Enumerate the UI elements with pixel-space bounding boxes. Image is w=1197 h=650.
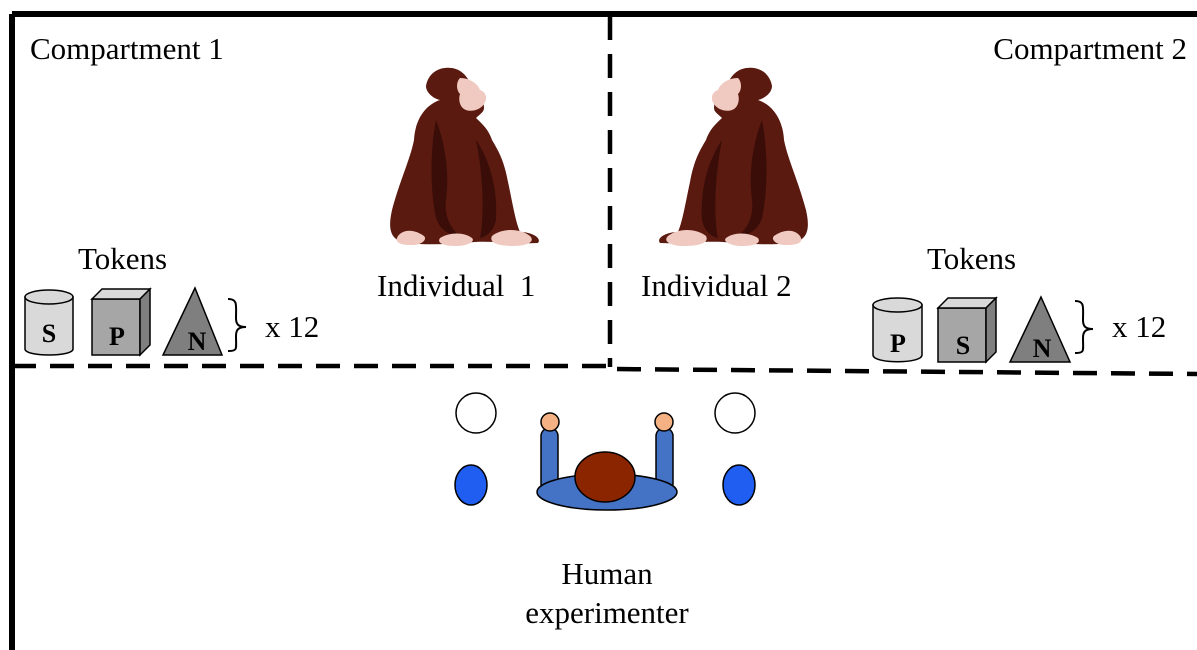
individual-2-label: Individual 2 bbox=[641, 268, 792, 303]
head bbox=[574, 451, 636, 503]
white-ball-left bbox=[455, 392, 497, 434]
left-hand bbox=[540, 412, 560, 432]
white-ball-right bbox=[714, 392, 756, 434]
token-letter: P bbox=[109, 322, 125, 351]
blue-ball-right bbox=[722, 464, 756, 506]
compartment-1-label: Compartment 1 bbox=[30, 31, 224, 66]
enclosure-frame bbox=[9, 11, 1197, 650]
tokens-compartment-2: P S N bbox=[872, 295, 1094, 364]
tokens-2-label: Tokens bbox=[927, 241, 1017, 276]
human-experimenter-icon bbox=[454, 392, 756, 511]
chimpanzee-2-icon bbox=[659, 67, 808, 246]
token-cylinder-2: P bbox=[872, 297, 923, 363]
token-cube-2: S bbox=[936, 296, 998, 364]
compartment-dividers bbox=[12, 16, 1197, 377]
experimenter-label-line2: experimenter bbox=[525, 595, 689, 630]
divider-horizontal bbox=[12, 363, 1197, 377]
token-letter: N bbox=[188, 327, 207, 356]
experimenter-label-line1: Human bbox=[561, 556, 653, 591]
token-letter: P bbox=[890, 329, 906, 358]
token-pyramid-2: N bbox=[1008, 295, 1072, 363]
compartment-2-label: Compartment 2 bbox=[993, 31, 1187, 66]
token-pyramid-1: N bbox=[161, 286, 224, 356]
individual-1-label: Individual 1 bbox=[377, 268, 536, 303]
tokens-1-label: Tokens bbox=[78, 241, 168, 276]
token-cube-1: P bbox=[90, 287, 152, 357]
token-letter: S bbox=[956, 331, 970, 360]
token-cylinder-1: S bbox=[24, 289, 74, 356]
tokens-compartment-1: S P N bbox=[24, 286, 247, 357]
token-letter: N bbox=[1033, 334, 1052, 363]
brace-1 bbox=[227, 298, 247, 352]
multiplier-1-label: x 12 bbox=[265, 309, 320, 344]
multiplier-2-label: x 12 bbox=[1112, 309, 1167, 344]
brace-2 bbox=[1074, 300, 1094, 354]
token-letter: S bbox=[42, 319, 56, 348]
blue-ball-left bbox=[454, 464, 488, 506]
right-hand bbox=[654, 412, 674, 432]
chimpanzee-1-icon bbox=[390, 67, 539, 246]
